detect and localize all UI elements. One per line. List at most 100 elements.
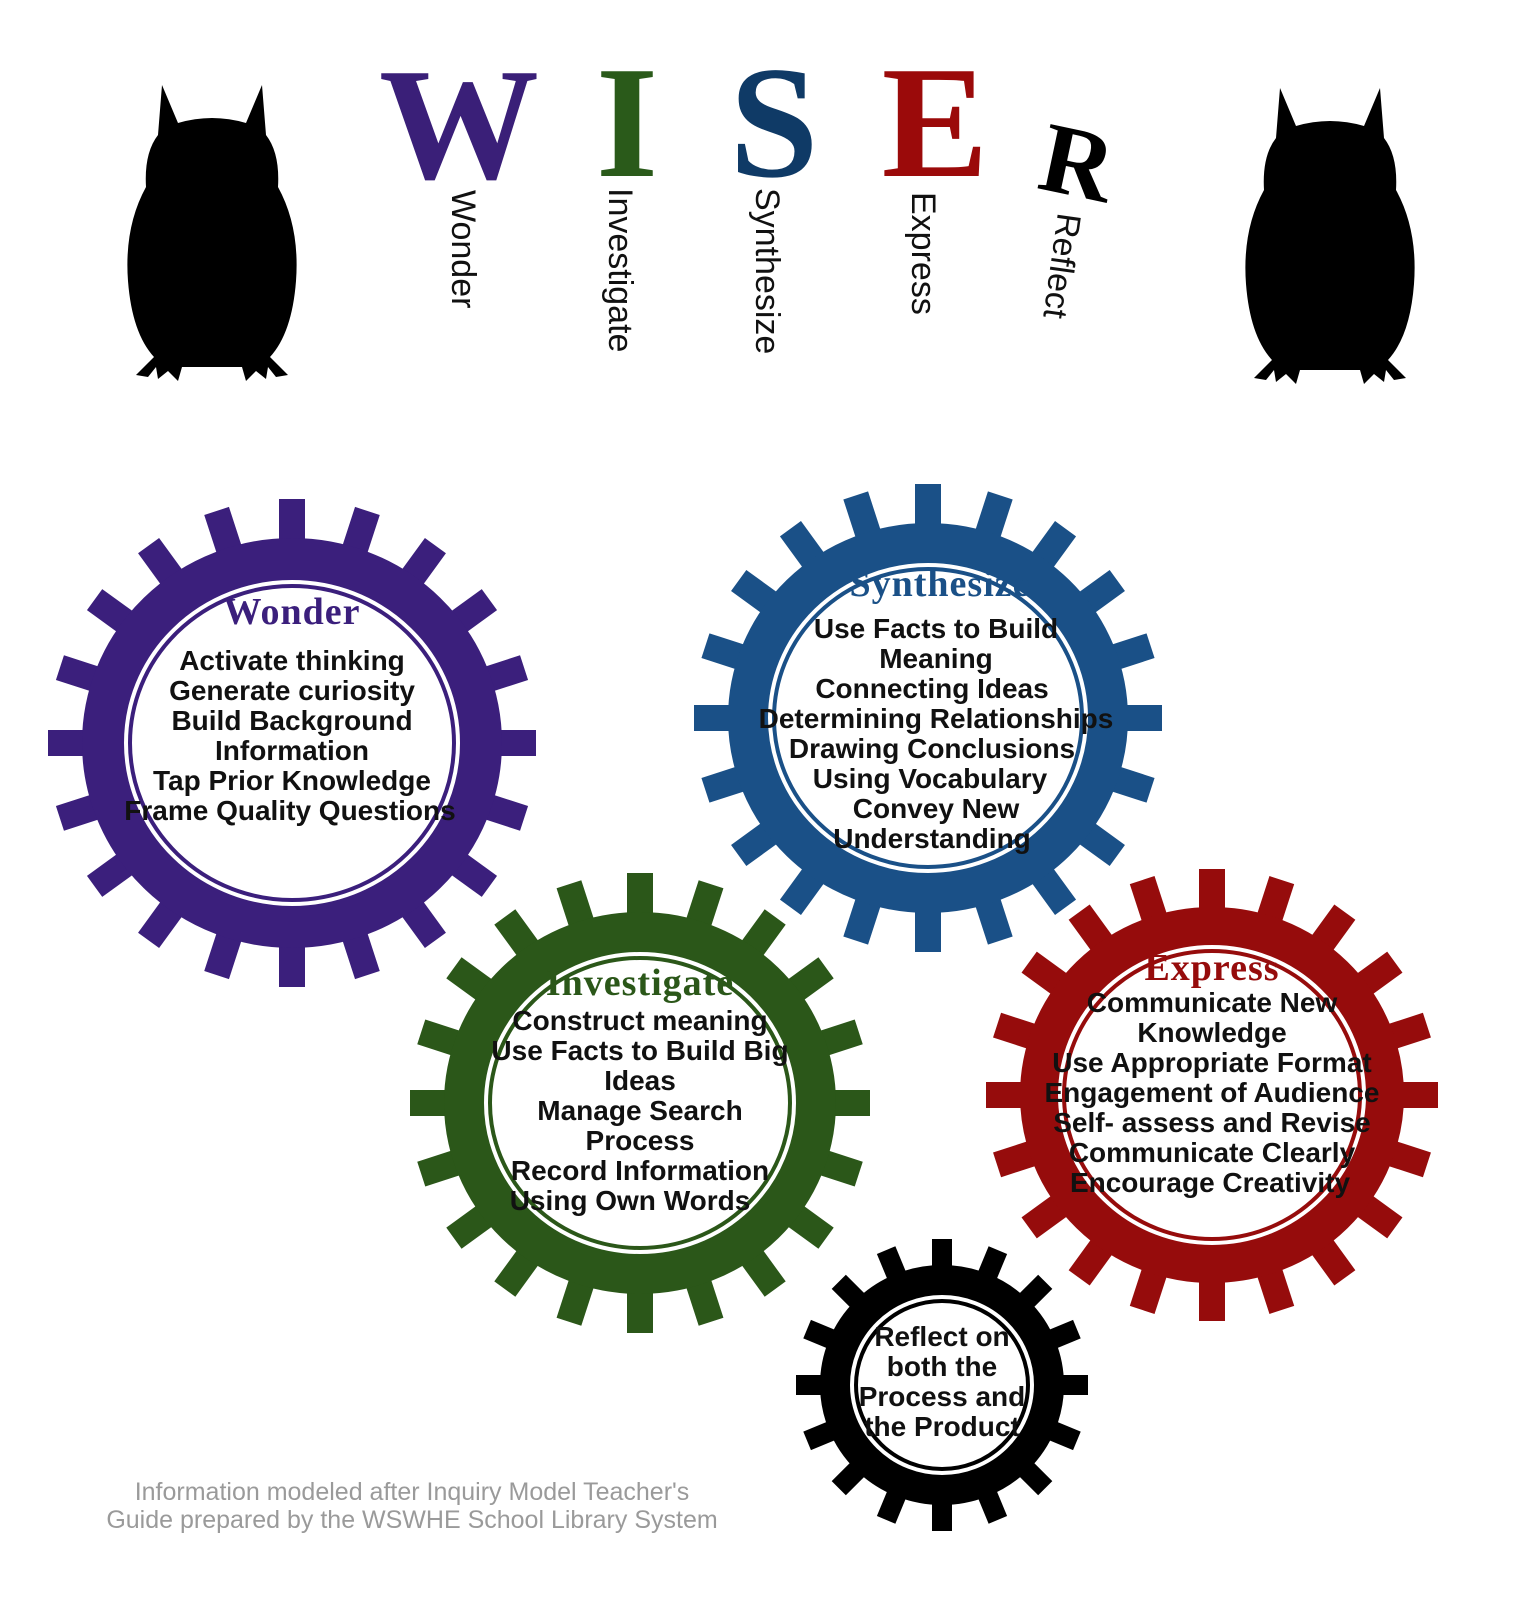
- gear-tooth: [685, 1275, 724, 1326]
- gear-wonder-title: Wonder: [224, 591, 361, 633]
- gear-tooth: [1199, 869, 1225, 913]
- gear-tooth: [915, 484, 941, 528]
- gear-express-item: Self- assess and Revise: [1053, 1107, 1371, 1138]
- gear-express-item: Communicate New: [1087, 987, 1338, 1018]
- gear-inner-line: [1062, 949, 1362, 1241]
- gear-express-item: Knowledge: [1137, 1017, 1286, 1048]
- stage-words: Wonder Investigate Synthesize Express Re…: [444, 188, 1088, 354]
- gear-synthesize: Synthesize Use Facts to Build Meaning Co…: [694, 484, 1162, 952]
- stage-word-synthesize: Synthesize: [748, 188, 786, 354]
- gear-tooth: [1129, 876, 1169, 926]
- gear-tooth: [204, 506, 243, 557]
- gear-tooth: [556, 880, 595, 931]
- gear-tooth: [932, 1497, 952, 1531]
- gear-tooth: [974, 894, 1013, 945]
- gear-reflect-item: both the: [887, 1351, 997, 1382]
- gear-wonder-item: Tap Prior Knowledge: [153, 765, 431, 796]
- gear-wonder-items: Activate thinking Generate curiosity Bui…: [124, 645, 455, 826]
- gear-investigate-item: Construct meaning: [512, 1005, 767, 1036]
- gear-ring: [444, 912, 836, 1294]
- gear-wonder-item: Frame Quality Questions: [124, 795, 455, 826]
- owl-silhouette-icon: [127, 85, 297, 381]
- gear-synthesize-rim: [694, 484, 1162, 952]
- gear-express-item: Communicate Clearly: [1069, 1137, 1356, 1168]
- gear-investigate-item: Using Own Words: [510, 1185, 751, 1216]
- gear-tooth: [341, 506, 380, 557]
- gear-tooth: [341, 929, 380, 980]
- gear-tooth: [1394, 1082, 1438, 1108]
- gear-express-item: Engagement of Audience: [1044, 1077, 1379, 1108]
- gear-tooth: [48, 730, 92, 756]
- gear-wonder-item: Generate curiosity: [169, 675, 415, 706]
- wiser-title: W I S E R: [379, 33, 1126, 225]
- gear-tooth: [843, 491, 882, 542]
- gear-synthesize-items: Use Facts to Build Meaning Connecting Id…: [759, 613, 1114, 854]
- gear-synthesize-item: Understanding: [833, 823, 1031, 854]
- gear-reflect-item: Process and: [859, 1381, 1026, 1412]
- credit-note: Information modeled after Inquiry Model …: [106, 1478, 717, 1534]
- credit-line-1: Information modeled after Inquiry Model …: [135, 1478, 690, 1506]
- gear-express-item: Use Appropriate Format: [1052, 1047, 1371, 1078]
- gear-investigate-items: Construct meaning Use Facts to Build Big…: [491, 1005, 788, 1216]
- gear-tooth: [1118, 705, 1162, 731]
- gear-wonder-item: Information: [215, 735, 369, 766]
- gear-investigate-rim: [410, 873, 870, 1333]
- gear-tooth: [1199, 1277, 1225, 1321]
- title-letter-s: S: [730, 33, 819, 211]
- gear-inner-line: [772, 567, 1084, 869]
- gear-ring: [820, 1265, 1064, 1505]
- stage-word-reflect: Reflect: [1035, 211, 1087, 322]
- credit-line-2: Guide prepared by the WSWHE School Libra…: [106, 1506, 717, 1534]
- gear-ring: [1020, 907, 1404, 1283]
- gear-reflect: Reflect on both the Process and the Prod…: [796, 1239, 1088, 1531]
- gear-synthesize-item: Connecting Ideas: [815, 673, 1048, 704]
- title-letter-w: W: [379, 35, 539, 213]
- gear-investigate-item: Ideas: [604, 1065, 676, 1096]
- gear-tooth: [492, 730, 536, 756]
- title-letter-r: R: [1031, 101, 1126, 225]
- gear-tooth: [826, 1090, 870, 1116]
- gear-wonder-rim: [48, 499, 536, 987]
- gear-tooth: [694, 705, 738, 731]
- stage-word-investigate: Investigate: [601, 188, 639, 352]
- gear-express-items: Communicate New Knowledge Use Appropriat…: [1044, 987, 1379, 1198]
- gear-tooth: [279, 499, 305, 543]
- stage-word-wonder: Wonder: [444, 190, 482, 308]
- gear-inner-line: [488, 956, 792, 1250]
- gear-tooth: [1255, 876, 1295, 926]
- gear-tooth: [685, 880, 724, 931]
- gear-ring: [728, 523, 1128, 913]
- stage-word-express: Express: [904, 192, 942, 315]
- gear-tooth: [915, 908, 941, 952]
- gear-synthesize-item: Use Facts to Build: [814, 613, 1058, 644]
- gear-ring: [82, 538, 502, 948]
- gear-reflect-item: the Product: [864, 1411, 1020, 1442]
- gear-express: Express Communicate New Knowledge Use Ap…: [986, 869, 1438, 1321]
- gear-express-rim: [986, 869, 1438, 1321]
- gear-tooth: [986, 1082, 1030, 1108]
- gear-tooth: [627, 873, 653, 917]
- gear-reflect-rim: [796, 1239, 1088, 1531]
- gear-investigate-item: Use Facts to Build Big: [491, 1035, 788, 1066]
- gear-synthesize-item: Convey New: [853, 793, 1020, 824]
- gear-investigate: Investigate Construct meaning Use Facts …: [410, 873, 870, 1333]
- gear-tooth: [556, 1275, 595, 1326]
- gear-tooth: [204, 929, 243, 980]
- gear-express-title: Express: [1144, 947, 1279, 989]
- title-letter-i: I: [596, 33, 658, 211]
- gear-express-item: Encourage Creativity: [1070, 1167, 1351, 1198]
- gear-tooth: [279, 943, 305, 987]
- gear-wonder-item: Build Background: [171, 705, 412, 736]
- gear-synthesize-item: Meaning: [879, 643, 993, 674]
- gear-tooth: [1129, 1264, 1169, 1314]
- gear-wonder-item: Activate thinking: [179, 645, 405, 676]
- gear-inner-line: [854, 1299, 1030, 1471]
- gear-tooth: [974, 491, 1013, 542]
- gear-tooth: [627, 1289, 653, 1333]
- gear-investigate-item: Record Information: [511, 1155, 769, 1186]
- gear-wonder: Wonder Activate thinking Generate curios…: [48, 499, 536, 987]
- gear-tooth: [932, 1239, 952, 1273]
- owl-silhouette-icon: [1245, 88, 1415, 384]
